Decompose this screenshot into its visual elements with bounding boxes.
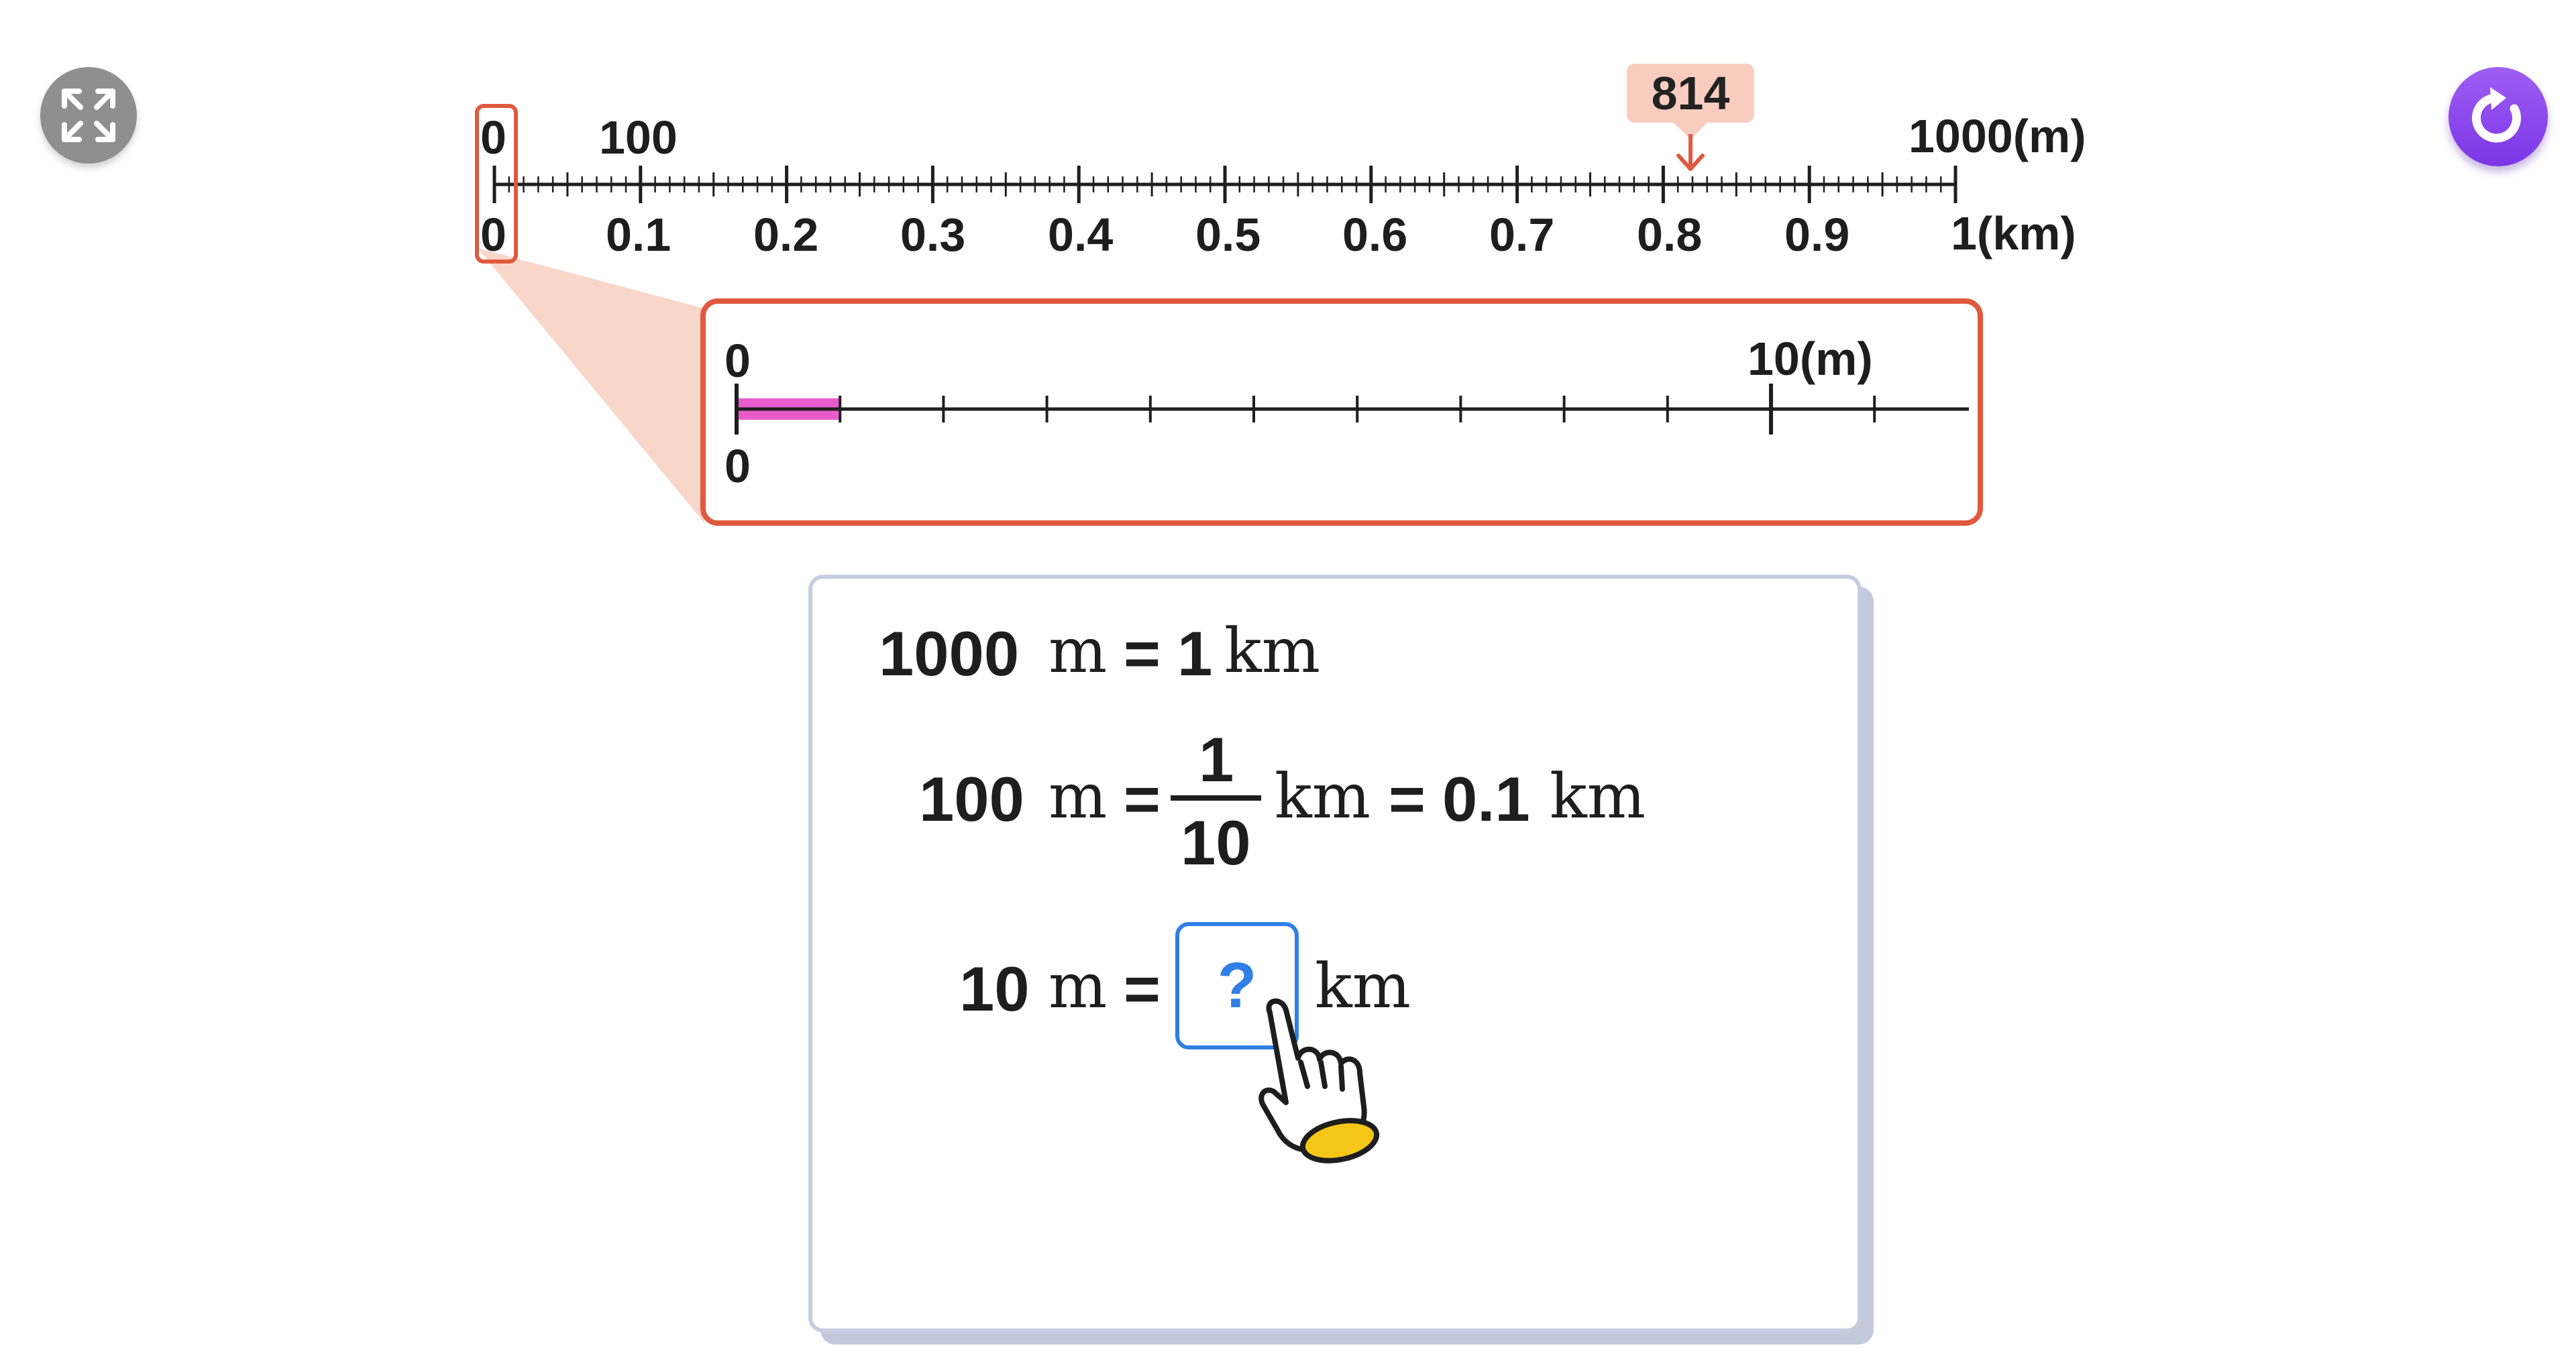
eq1-right-number: 1 xyxy=(1177,618,1213,689)
eq3-left-number: 10 xyxy=(959,954,1030,1024)
equation-card xyxy=(808,575,1862,1332)
zoom-connector xyxy=(478,248,704,523)
zoom-ruler-top-end-label: 10(m) xyxy=(1748,333,1873,385)
zoom-box xyxy=(700,298,1983,526)
zoom-ruler-top-start-label: 0 xyxy=(724,335,751,387)
main-ruler-bottom-label: 0 xyxy=(480,209,506,261)
main-ruler-bottom-label: 0.6 xyxy=(1342,209,1408,261)
eq1-left-number: 1000 xyxy=(879,618,1020,689)
zero-highlight-box[interactable] xyxy=(475,104,518,264)
main-ruler-top-mid-label: 100 xyxy=(599,111,678,164)
main-ruler-bottom-label: 0.2 xyxy=(753,209,819,261)
marker-arrow xyxy=(1674,123,1707,171)
eq2-left-unit: m xyxy=(1049,760,1108,832)
marker-value-badge[interactable]: 814 xyxy=(1627,64,1754,123)
eq3-left-unit: m xyxy=(1049,950,1108,1022)
main-ruler xyxy=(492,166,1957,203)
eq2-right-number: 0.1 xyxy=(1442,764,1530,834)
marker-value-label: 814 xyxy=(1651,67,1730,119)
eq2-left-number: 100 xyxy=(919,764,1024,834)
main-ruler-bottom-label: 0.4 xyxy=(1048,209,1114,261)
eq3-right-unit: km xyxy=(1315,950,1411,1022)
eq2-right-unit: km xyxy=(1550,760,1646,832)
zoom-ruler-bottom-start-label: 0 xyxy=(724,440,751,492)
eq1-equals: = xyxy=(1124,618,1161,689)
main-ruler-bottom-label: 0.8 xyxy=(1637,209,1703,261)
main-ruler-bottom-label: 0.1 xyxy=(606,209,672,261)
number-line-graphics xyxy=(475,104,1983,526)
main-ruler-bottom-label: 0.9 xyxy=(1784,209,1850,261)
reset-icon xyxy=(2471,87,2521,143)
eq2-equals: = xyxy=(1124,764,1161,834)
main-ruler-bottom-label: 0.7 xyxy=(1489,209,1555,261)
main-ruler-top-end-label: 1000(m) xyxy=(1909,113,2086,160)
answer-placeholder: ? xyxy=(1217,950,1257,1021)
zoom-ruler xyxy=(735,384,1969,435)
main-ruler-bottom-label: 1(km) xyxy=(1951,207,2076,260)
fullscreen-button[interactable] xyxy=(40,67,137,164)
main-ruler-bottom-label: 0.3 xyxy=(900,209,966,261)
fullscreen-icon xyxy=(62,89,115,142)
eq3-equals: = xyxy=(1124,954,1161,1024)
main-ruler-top-end-text: 1000(m) xyxy=(1909,110,2086,162)
main-ruler-top-start-label: 0 xyxy=(480,111,506,164)
main-ruler-bottom-label: 0.5 xyxy=(1195,209,1261,261)
eq2-fraction-numerator: 1 xyxy=(1199,724,1234,795)
eq2-equals-2: = xyxy=(1389,764,1426,834)
eq2-mid-unit: km xyxy=(1275,760,1371,832)
pointing-hand-icon xyxy=(1258,998,1380,1163)
eq1-right-unit: km xyxy=(1224,615,1320,687)
eq2-fraction-denominator: 10 xyxy=(1181,807,1251,878)
eq2-fraction-bar xyxy=(1171,795,1261,801)
eq1-left-unit: m xyxy=(1049,615,1108,687)
reset-button[interactable] xyxy=(2449,67,2548,166)
